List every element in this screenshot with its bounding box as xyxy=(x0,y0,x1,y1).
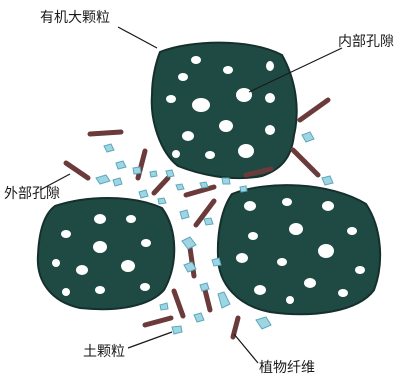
plant-fiber xyxy=(90,132,121,134)
soil-particle xyxy=(139,190,148,198)
internal-pore xyxy=(141,239,151,247)
soil-particle xyxy=(160,303,168,310)
internal-pore xyxy=(140,283,150,291)
plant-fiber xyxy=(300,100,328,120)
internal-pore xyxy=(182,131,194,141)
internal-pore xyxy=(289,223,303,235)
soil-particle xyxy=(218,292,230,308)
soil-particle xyxy=(302,132,314,142)
plant-fiber xyxy=(145,318,171,325)
internal-pore xyxy=(318,244,334,258)
soil-particle xyxy=(200,182,208,188)
plant-fiber xyxy=(174,291,183,316)
soil-particle xyxy=(182,237,196,249)
internal-pore xyxy=(52,259,60,267)
soil-particle xyxy=(158,198,166,204)
soil-particle xyxy=(240,186,247,192)
plant-fiber xyxy=(154,178,168,193)
internal-pore xyxy=(338,289,348,297)
internal-pore xyxy=(236,88,252,102)
aggregate-right xyxy=(218,185,380,314)
internal-pore xyxy=(191,56,201,64)
aggregate-left xyxy=(38,198,174,309)
internal-pore xyxy=(61,230,71,238)
soil-particle xyxy=(104,144,114,152)
internal-pore xyxy=(277,258,287,266)
internal-pore xyxy=(172,150,180,158)
internal-pore xyxy=(282,198,292,206)
soil-particle xyxy=(116,161,126,169)
leader-line-fiber xyxy=(234,334,258,363)
soil-particle xyxy=(194,313,204,322)
internal-pore xyxy=(178,73,188,81)
soil-particle xyxy=(96,175,110,184)
internal-pore xyxy=(94,214,106,224)
internal-pore xyxy=(121,260,135,272)
internal-pore xyxy=(244,201,256,211)
label-internal-pore: 内部孔隙 xyxy=(338,34,394,50)
soil-particle xyxy=(113,178,122,186)
label-soil-particle: 土颗粒 xyxy=(83,344,125,360)
internal-pore xyxy=(192,98,210,112)
label-external-pore: 外部孔隙 xyxy=(4,186,60,202)
leader-line-soil xyxy=(128,332,172,348)
soil-particle xyxy=(166,170,174,177)
internal-pore xyxy=(219,120,233,132)
internal-pore xyxy=(248,232,258,240)
internal-pore xyxy=(223,66,233,74)
plant-fiber xyxy=(293,150,318,175)
internal-pore xyxy=(166,95,176,103)
soil-particle xyxy=(176,184,184,190)
soil-particle xyxy=(222,178,230,184)
soil-particle xyxy=(322,176,333,185)
plant-fiber xyxy=(138,151,145,178)
internal-pore xyxy=(62,288,70,296)
internal-pore xyxy=(93,241,107,253)
leader-line-organic xyxy=(118,27,157,48)
internal-pore xyxy=(322,201,334,211)
soil-particle xyxy=(133,167,141,174)
soil-particle xyxy=(172,326,182,334)
internal-pore xyxy=(126,215,136,223)
plant-fiber xyxy=(186,187,214,195)
internal-pore xyxy=(266,61,274,71)
internal-pore xyxy=(265,125,275,135)
label-organic-macroaggregate: 有机大颗粒 xyxy=(40,10,110,26)
internal-pore xyxy=(236,253,248,263)
internal-pore xyxy=(265,93,275,103)
plant-fiber xyxy=(205,290,210,310)
soil-particle xyxy=(150,171,157,177)
soil-particle xyxy=(256,317,271,329)
internal-pore xyxy=(95,286,105,294)
plant-fiber xyxy=(66,163,88,178)
internal-pore xyxy=(347,227,357,235)
soil-particle xyxy=(212,258,221,266)
label-plant-fiber: 植物纤维 xyxy=(259,360,315,376)
plant-fiber xyxy=(233,318,238,337)
soil-particle xyxy=(204,218,213,225)
internal-pore xyxy=(304,278,316,288)
internal-pore xyxy=(205,151,215,159)
internal-pore xyxy=(286,296,294,304)
internal-pore xyxy=(254,285,266,295)
aggregate-top xyxy=(152,43,297,178)
soil-particle xyxy=(200,283,209,291)
internal-pore xyxy=(76,265,88,275)
soil-particle xyxy=(180,210,189,219)
internal-pore xyxy=(238,144,254,158)
internal-pore xyxy=(355,266,365,274)
